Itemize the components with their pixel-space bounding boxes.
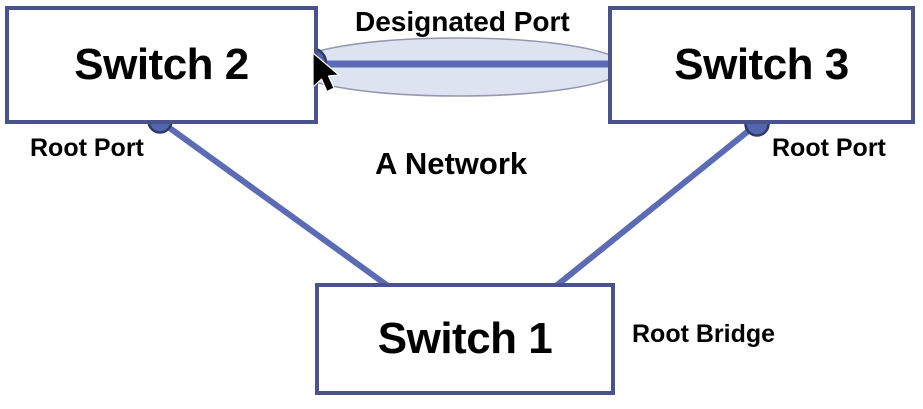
switch-box-switch2[interactable]: Switch 2: [5, 6, 318, 124]
root-port-label-switch3: Root Port: [772, 134, 886, 162]
link-switch3-switch1: [553, 121, 760, 289]
switch2-label: Switch 2: [74, 40, 249, 89]
link-switch2-switch1: [157, 118, 391, 289]
network-title-label: A Network: [375, 146, 528, 181]
switch-box-switch3[interactable]: Switch 3: [608, 6, 915, 124]
switch-box-switch1[interactable]: Switch 1: [315, 283, 615, 395]
root-bridge-label: Root Bridge: [632, 320, 776, 348]
switch1-label: Switch 1: [377, 314, 553, 363]
designated-port-label: Designated Port: [355, 6, 570, 37]
root-port-label-switch2: Root Port: [30, 134, 144, 162]
switch3-label: Switch 3: [674, 40, 849, 89]
